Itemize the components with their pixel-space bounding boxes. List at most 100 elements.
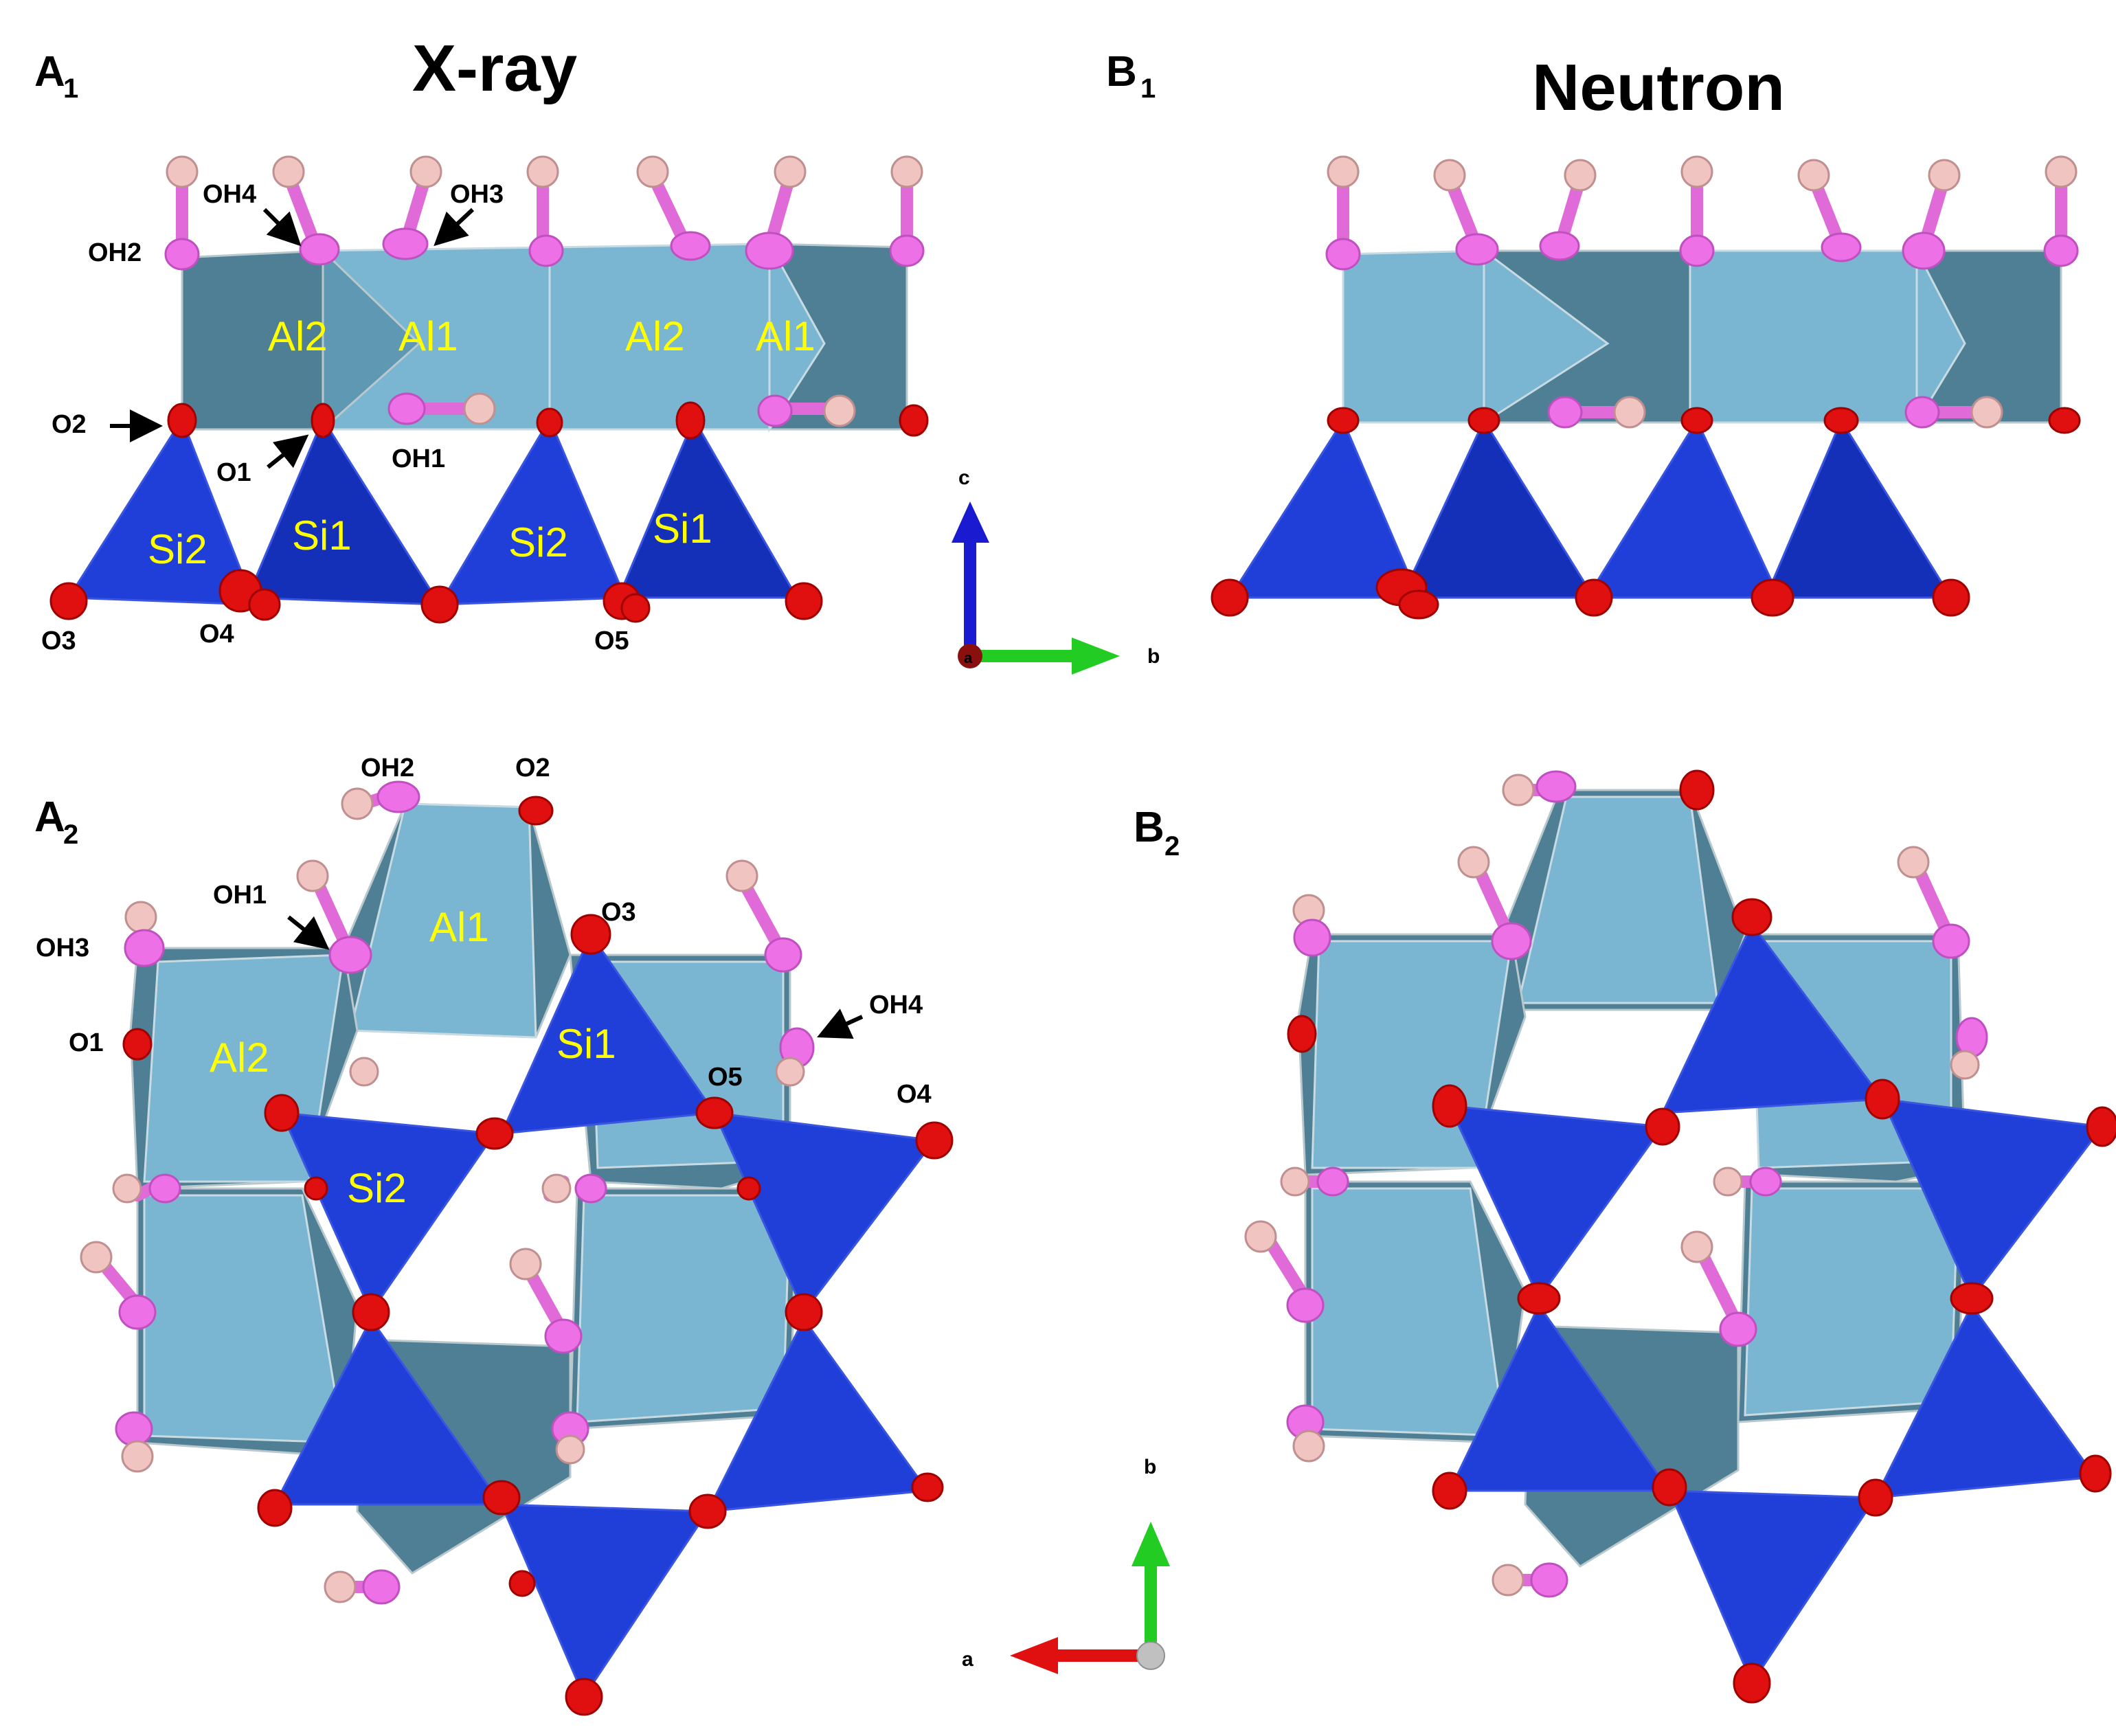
b1-tetrahedral-layer — [1228, 418, 1953, 599]
oxygen-atom — [570, 914, 611, 955]
b1-octahedron — [1689, 249, 1918, 424]
axis-label-a: a — [962, 1648, 973, 1671]
hydroxyl-oxygen-atom — [118, 1294, 157, 1330]
hydrogen-atom — [541, 1173, 572, 1204]
panel-b1: B 1 Neutron — [1106, 48, 2081, 620]
hydroxyl-oxygen-atom — [362, 1569, 401, 1605]
oxygen-atom — [2086, 1106, 2116, 1147]
oxygen-atom — [49, 582, 88, 620]
b2-tetrahedron — [1661, 922, 1884, 1114]
hydrogen-atom — [80, 1241, 113, 1274]
hydrogen-atom — [112, 1173, 142, 1204]
oxygen-atom — [1327, 407, 1360, 434]
a1-atom-label-oh3: OH3 — [450, 180, 504, 209]
hydrogen-atom — [463, 392, 496, 425]
hydrogen-atom — [1950, 1050, 1980, 1080]
oxygen-atom — [1652, 1468, 1687, 1507]
hydroxyl-oxygen-atom — [889, 234, 925, 267]
a2-tetrahedral-layer — [273, 932, 936, 1700]
a1-atoms — [49, 155, 929, 624]
a1-atom-label-o4: O4 — [199, 620, 234, 649]
b1-tetrahedron — [1764, 418, 1953, 599]
axis-label-b: b — [1144, 1456, 1156, 1478]
a1-atom-label-o1: O1 — [216, 458, 251, 487]
panel-b2-subscript: 2 — [1164, 831, 1180, 861]
hydroxyl-oxygen-atom — [1547, 396, 1583, 429]
axes-top: c b a — [952, 466, 1160, 675]
hydroxyl-oxygen-atom — [164, 238, 200, 271]
hydrogen-atom — [1492, 1564, 1524, 1597]
a2-tetrahedron — [499, 1503, 710, 1700]
oxygen-atom — [1731, 898, 1772, 936]
oxygen-atom — [1432, 1472, 1467, 1510]
hydroxyl-oxygen-atom — [376, 780, 420, 813]
oxygen-atom — [1858, 1478, 1893, 1517]
panel-a2-subscript: 2 — [63, 820, 78, 850]
b1-tetrahedron — [1585, 418, 1781, 599]
hydrogen-atom — [349, 1057, 379, 1087]
oxygen-atom — [911, 1472, 944, 1502]
a1-octahedron-face — [322, 248, 421, 432]
hydroxyl-oxygen-atom — [1530, 1562, 1568, 1598]
a2-atoms — [80, 780, 954, 1716]
panel-b2: B 2 — [1134, 769, 2116, 1704]
hydrogen-atom — [272, 155, 305, 188]
b2-tetrahedron — [1667, 1489, 1878, 1686]
oxygen-atom — [257, 1489, 293, 1527]
oxygen-atom — [736, 1176, 761, 1201]
hydrogen-atom — [341, 787, 374, 820]
panel-b1-subscript: 1 — [1140, 74, 1156, 104]
a2-atom-label-o3: O3 — [601, 898, 636, 927]
hydrogen-atom — [1292, 1430, 1325, 1463]
c-axis-arrowhead — [952, 501, 989, 543]
a1-site-label: Al1 — [398, 313, 458, 359]
hydroxyl-oxygen-atom — [1286, 1287, 1325, 1323]
oxygen-atom — [915, 1121, 954, 1160]
hydroxyl-oxygen-atom — [148, 1173, 181, 1204]
hydrogen-atom — [725, 859, 758, 892]
oxygen-atom — [1679, 769, 1715, 811]
b1-octahedron — [1342, 249, 1485, 424]
oxygen-atom — [565, 1678, 603, 1716]
panel-a1-letter: A — [34, 48, 65, 95]
hydroxyl-oxygen-atom — [1932, 923, 1970, 959]
a2-atom-label-o1: O1 — [69, 1028, 104, 1057]
axis-label-a: a — [964, 649, 973, 666]
hydrogen-atom — [166, 155, 199, 188]
a2-site-label: Al2 — [210, 1035, 269, 1081]
hydrogen-atom — [1897, 846, 1930, 879]
hydrogen-atom — [775, 1057, 805, 1087]
hydrogen-atom — [555, 1434, 585, 1465]
hydrogen-atom — [324, 1570, 357, 1603]
a2-tetrahedron — [712, 1112, 936, 1314]
hydroxyl-oxygen-atom — [1455, 233, 1499, 266]
b2-atoms — [1244, 769, 2116, 1704]
hydroxyl-oxygen-atom — [124, 929, 165, 967]
a1-site-label: Si2 — [508, 519, 568, 565]
hydroxyl-oxygen-atom — [387, 392, 426, 425]
oxygen-atom — [1432, 1084, 1467, 1128]
hydroxyl-oxygen-atom — [670, 231, 711, 261]
oxygen-atom — [167, 403, 197, 438]
a2-tetrahedron — [273, 1317, 504, 1506]
a1-tetrahedron — [67, 416, 256, 606]
oxygen-atom — [2079, 1454, 2112, 1493]
oxygen-atom — [311, 403, 335, 438]
b1-octahedron-face — [1483, 249, 1610, 425]
a1-atom-label-oh4: OH4 — [203, 180, 256, 209]
oxygen-atom — [1932, 578, 1970, 617]
a2-atom-label-oh1: OH1 — [213, 881, 267, 910]
b1-tetrahedron — [1399, 418, 1596, 599]
axis-label-c: c — [958, 466, 970, 489]
b1-octahedron-face — [1915, 250, 1966, 427]
b2-tetrahedron — [1448, 1105, 1665, 1300]
hydroxyl-oxygen-atom — [1316, 1166, 1349, 1197]
a1-tetrahedron — [438, 416, 627, 606]
oxygen-atom — [1575, 578, 1613, 617]
axes-bottom: b a — [962, 1456, 1170, 1674]
panel-a2-letter: A — [34, 793, 65, 841]
panel-a1-subscript: 1 — [63, 74, 78, 104]
oxygen-atom — [122, 1028, 153, 1061]
panel-b1-letter: B — [1106, 48, 1137, 95]
